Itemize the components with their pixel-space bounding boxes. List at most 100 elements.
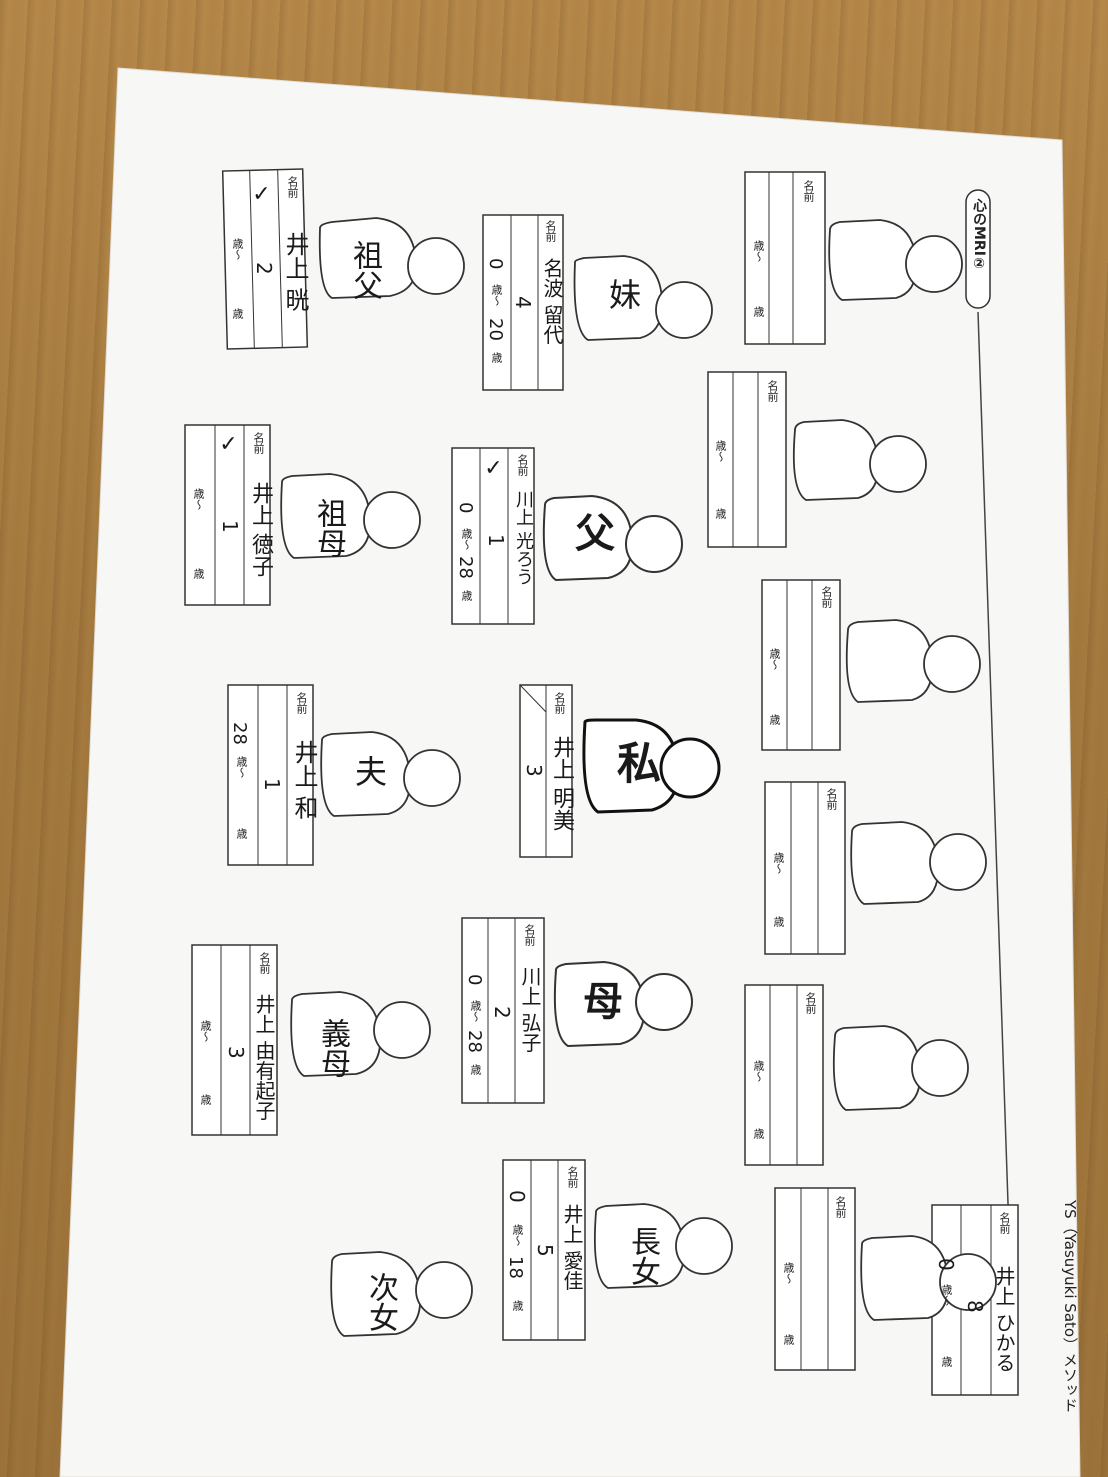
label-age-from: 歳～ <box>752 240 765 262</box>
label-name: 名前 <box>998 1212 1011 1234</box>
title-pill <box>965 189 991 309</box>
label-age-from: 歳～ <box>199 1020 212 1042</box>
watashi-name: 井上 明美 <box>549 736 574 831</box>
label-name: 名前 <box>258 952 271 974</box>
label-name: 名前 <box>553 692 566 714</box>
label-name: 名前 <box>295 692 308 714</box>
label-age-from: 歳～ <box>469 1000 482 1022</box>
jijo-num: 8 <box>963 1300 987 1313</box>
sobo-num: 1 <box>218 520 242 533</box>
label-age-from: 歳～ <box>768 648 781 670</box>
label-name: 名前 <box>766 380 779 402</box>
label-age-to: 歳 <box>469 1064 482 1075</box>
haha-name: 川上 弘子 <box>518 966 542 1053</box>
label-name: 名前 <box>523 924 536 946</box>
chichi-check: ✓ <box>481 456 506 481</box>
imouto-role: 妹 <box>604 278 642 310</box>
label-age-to: 歳 <box>199 1094 212 1105</box>
label-age-from: 歳～ <box>772 852 785 874</box>
sofu-check: ✓ <box>249 182 274 207</box>
figure-choujo <box>502 1159 733 1341</box>
label-age-from: 歳～ <box>192 488 205 510</box>
sofu-num: 2 <box>252 262 276 275</box>
chichi-age-from: 0 <box>455 502 476 514</box>
figure-imouto <box>482 214 713 391</box>
haha-num: 2 <box>490 1006 514 1019</box>
label-age-from: 歳～ <box>752 1060 765 1082</box>
chichi-name: 川上 光ろう <box>513 490 534 586</box>
label-name: 名前 <box>286 176 299 198</box>
haha-age-to: 28 <box>464 1030 485 1053</box>
figure-haha <box>461 917 693 1104</box>
label-name: 名前 <box>825 788 838 810</box>
otto-name: 井上 和 <box>290 740 318 820</box>
label-name: 名前 <box>820 586 833 608</box>
imouto-age-from: 0 <box>485 258 506 270</box>
label-age-from: 歳～ <box>714 440 727 462</box>
sheet-footer: YS（Yasuyuki Sato）メソッド <box>1061 1200 1079 1413</box>
otto-age-from: 28 <box>229 722 250 745</box>
otto-num: 1 <box>260 778 284 791</box>
gibo-name: 井上 由有起子 <box>252 994 276 1121</box>
label-age-from: 歳～ <box>460 528 473 550</box>
label-name: 名前 <box>834 1196 847 1218</box>
watashi-role: 私 <box>609 740 660 784</box>
choujo-age-to: 18 <box>505 1256 526 1279</box>
gibo-role: 義母 <box>315 1018 350 1078</box>
label-name: 名前 <box>544 220 557 242</box>
label-age-to: 歳 <box>714 508 727 519</box>
label-age-to: 歳 <box>752 306 765 317</box>
chichi-age-to: 28 <box>455 556 476 579</box>
sobo-role: 祖母 <box>311 498 346 558</box>
figure-blank-5 <box>744 984 969 1166</box>
chichi-role: 父 <box>568 512 614 552</box>
label-age-to: 歳 <box>772 916 785 927</box>
figure-chichi <box>451 447 683 625</box>
otto-role: 夫 <box>350 755 388 787</box>
label-age-from: 歳～ <box>782 1262 795 1284</box>
label-age-to: 歳 <box>235 828 248 839</box>
figure-watashi <box>519 684 721 858</box>
label-age-from: 歳～ <box>511 1224 524 1246</box>
figure-otto <box>227 684 461 866</box>
label-name: 名前 <box>802 180 815 202</box>
gibo-num: 3 <box>224 1046 248 1059</box>
imouto-num: 4 <box>511 296 535 309</box>
label-age-from: 歳～ <box>231 238 244 260</box>
choujo-num: 5 <box>533 1244 557 1257</box>
haha-role: 母 <box>576 980 622 1020</box>
sofu-name: 井上 晄 <box>281 232 309 312</box>
imouto-age-to: 20 <box>485 318 506 341</box>
label-age-from: 歳～ <box>940 1284 953 1306</box>
imouto-name: 名波 留代 <box>540 258 564 345</box>
sobo-name: 井上 徳子 <box>248 482 273 577</box>
choujo-role: 長女 <box>625 1226 660 1286</box>
label-age-to: 歳 <box>231 308 244 319</box>
label-name: 名前 <box>252 432 265 454</box>
title-rule <box>977 311 1014 1353</box>
figure-blank-1 <box>744 171 963 345</box>
label-age-to: 歳 <box>752 1128 765 1139</box>
label-age-to: 歳 <box>940 1356 953 1367</box>
haha-age-from: 0 <box>464 974 485 986</box>
figure-sofu <box>221 168 465 350</box>
sheet-title: 心のMRI② <box>971 198 987 272</box>
label-age-from: 歳～ <box>490 284 503 306</box>
figure-blank-6 <box>774 1187 997 1371</box>
choujo-age-from: 0 <box>505 1190 529 1203</box>
label-name: 名前 <box>566 1166 579 1188</box>
figure-blank-2 <box>707 371 927 548</box>
figure-blank-3 <box>761 579 981 751</box>
watashi-num: 3 <box>522 764 546 777</box>
label-age-to: 歳 <box>192 568 205 579</box>
label-age-to: 歳 <box>782 1334 795 1345</box>
sofu-role: 祖父 <box>347 240 382 300</box>
label-age-to: 歳 <box>511 1300 524 1311</box>
label-age-to: 歳 <box>460 590 473 601</box>
jijo-age-from: 0 <box>934 1258 958 1271</box>
label-name: 名前 <box>804 992 817 1014</box>
figure-gibo <box>191 944 431 1136</box>
figure-blank-4 <box>764 781 987 955</box>
